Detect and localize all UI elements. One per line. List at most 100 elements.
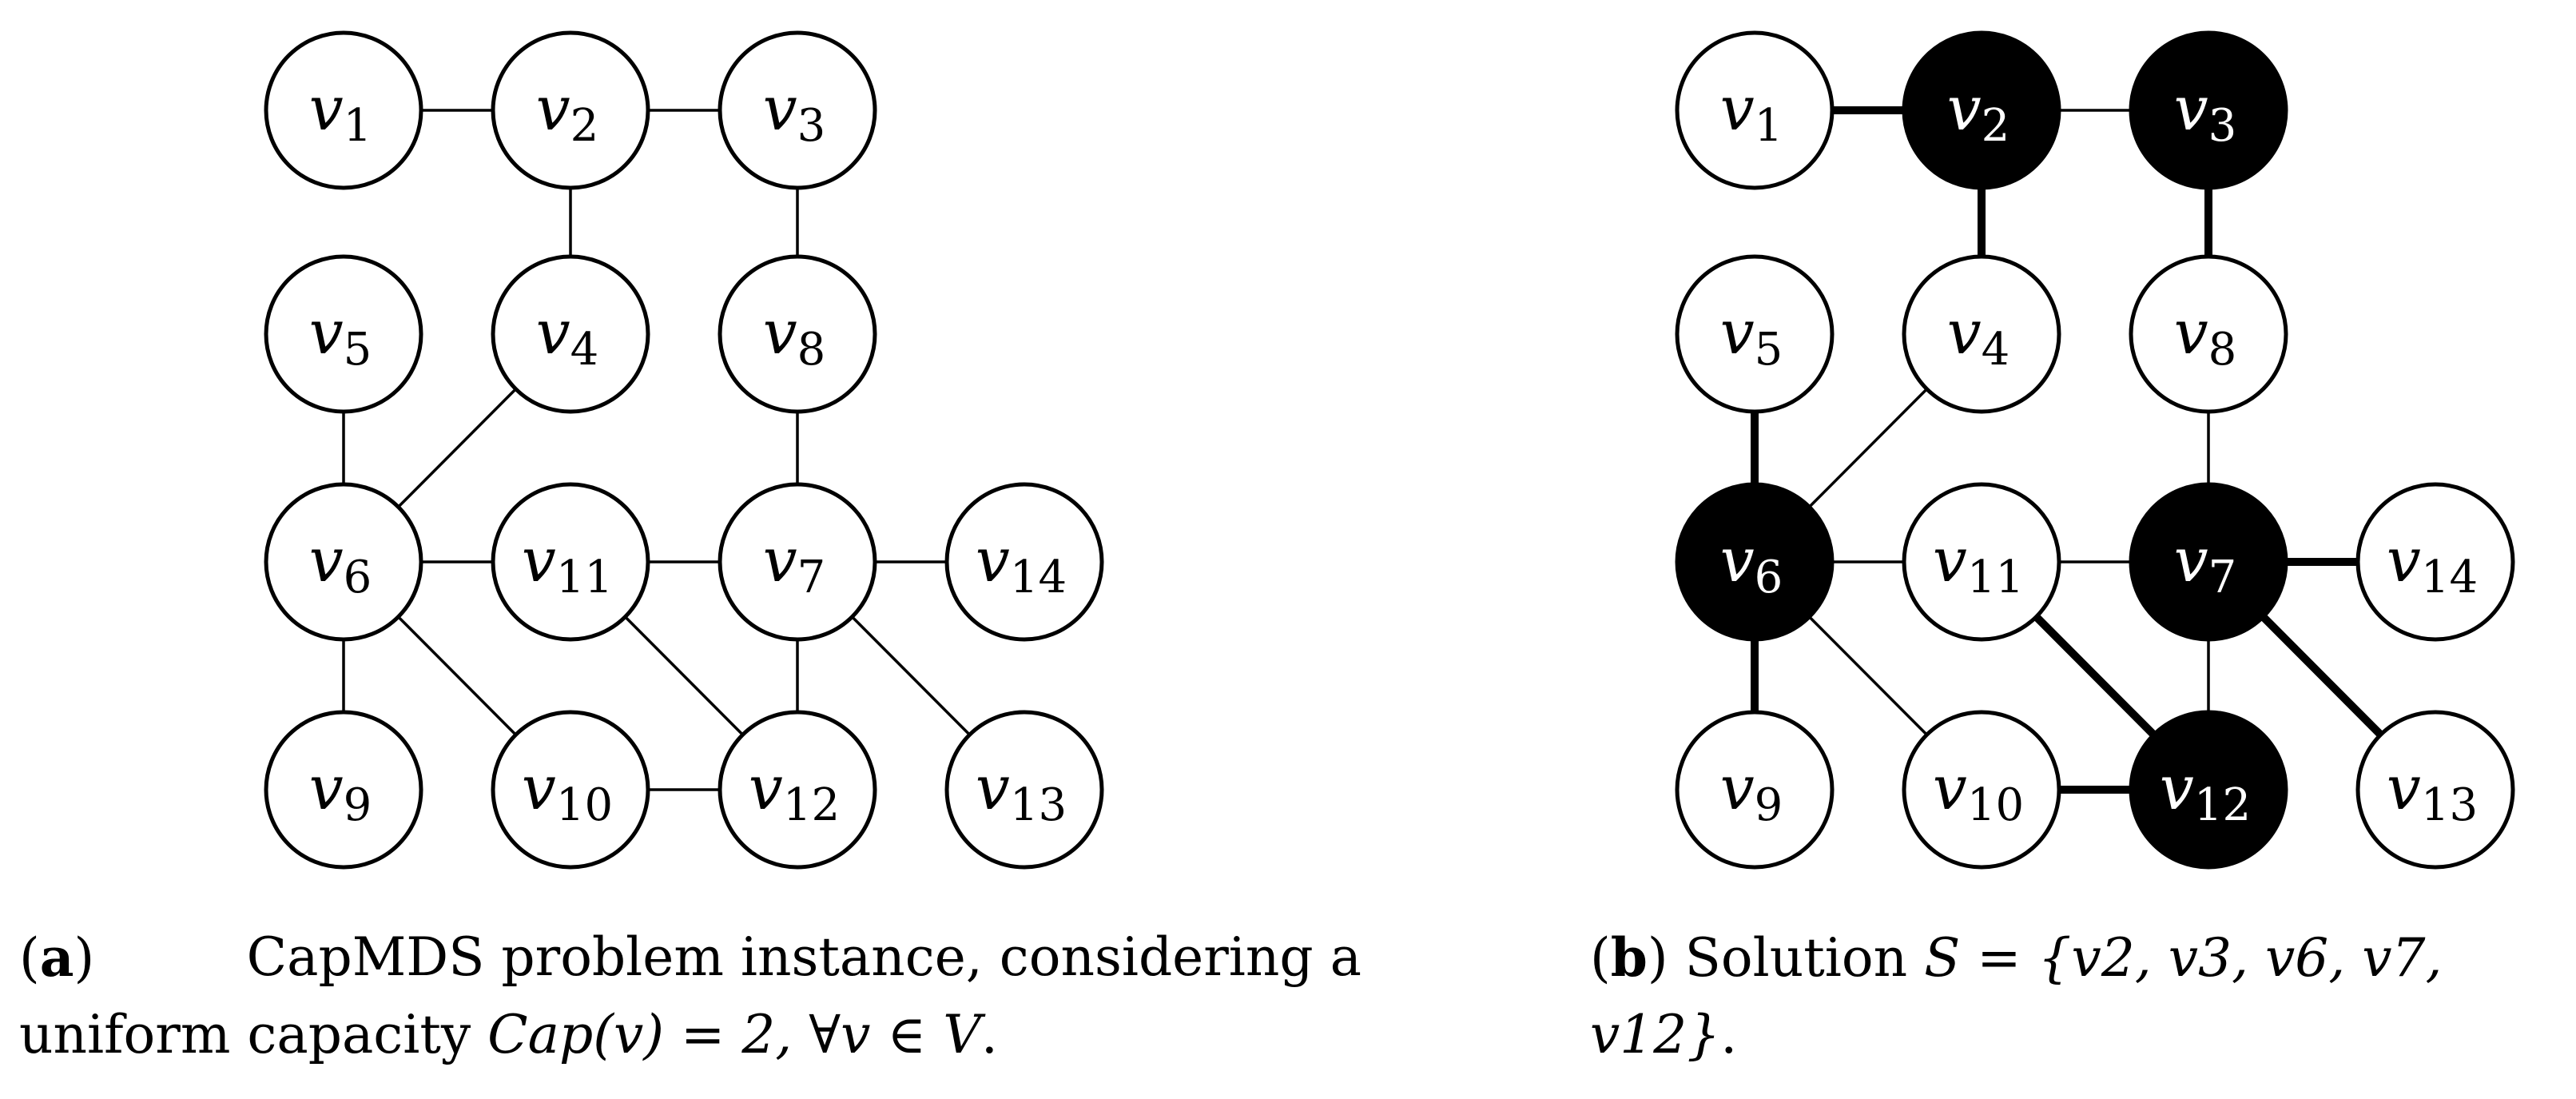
node-circle [264,482,423,642]
node-b-v13: v13 [2355,710,2515,870]
node-circle [718,30,877,190]
node-b-v1: v1 [1675,30,1835,190]
node-circle [944,710,1104,870]
caption-b-suffix: . [1720,1004,1738,1065]
node-label: v12 [749,752,840,831]
node-label: v8 [763,297,826,376]
caption-panel-a: (a) CapMDS problem instance, considering… [19,919,1362,1073]
edge-a-v4-v6 [397,388,517,508]
edge-b-v7-v13 [2260,614,2384,738]
node-label: v12 [2160,752,2251,831]
node-a-v12: v12 [718,710,877,870]
node-b-v9: v9 [1675,710,1835,870]
edge-b-v11-v12 [2033,614,2157,738]
node-circle [1902,254,2061,414]
node-label: v4 [536,297,599,376]
node-circle [1902,30,2061,190]
node-b-v4: v4 [1902,254,2061,414]
node-label: v7 [2174,524,2237,603]
node-circle [2129,30,2288,190]
caption-a-text1: CapMDS problem instance, considering a [246,926,1362,988]
node-circle [264,710,423,870]
node-circle [2129,254,2288,414]
node-b-v3: v3 [2129,30,2288,190]
edge-b-v6-v10 [1808,615,1928,736]
node-label: v10 [1933,752,2024,831]
node-a-v1: v1 [264,30,423,190]
node-label: v5 [1720,297,1783,376]
node-circle [718,482,877,642]
node-a-v9: v9 [264,710,423,870]
node-label: v9 [1720,752,1783,831]
node-label: v9 [309,752,372,831]
node-label: v14 [976,524,1067,603]
node-b-v6: v6 [1675,482,1835,642]
caption-a-line1: (a) CapMDS problem instance, considering… [19,919,1362,997]
node-circle [1675,710,1835,870]
caption-b-math: S = {v2, v3, v6, v7, v12} [1590,927,2443,1065]
caption-a-line2: uniform capacity Cap(v) = 2, ∀v ∈ V. [19,997,1362,1073]
node-b-v5: v5 [1675,254,1835,414]
node-a-v13: v13 [944,710,1104,870]
node-circle [491,482,650,642]
node-label: v2 [1947,73,2010,152]
node-label: v13 [2387,752,2478,831]
node-label: v10 [522,752,613,831]
node-label: v1 [309,73,372,152]
node-a-v14: v14 [944,482,1104,642]
node-circle [491,710,650,870]
node-circle [2129,710,2288,870]
node-b-v14: v14 [2355,482,2515,642]
node-a-v3: v3 [718,30,877,190]
panel-a-graph: v1 v2 v3 v5 v4 v8 v6 v11 v7 v14 v9 v10 v12 v13 [264,30,1104,870]
node-label: v6 [1720,524,1783,603]
caption-panel-b: (b) Solution S = {v2, v3, v6, v7, v12}. [1590,926,2443,1065]
node-a-v6: v6 [264,482,423,642]
edge-a-v6-v10 [397,615,517,736]
node-label: v2 [536,73,599,152]
node-label: v3 [763,73,826,152]
node-label: v11 [522,524,613,603]
node-circle [2355,710,2515,870]
node-label: v7 [763,524,826,603]
node-b-v10: v10 [1902,710,2061,870]
caption-a-math: Cap(v) = 2, ∀v ∈ V [487,1004,981,1065]
caption-a-label: a [39,926,74,989]
node-a-v8: v8 [718,254,877,414]
node-label: v1 [1720,73,1783,152]
node-a-v5: v5 [264,254,423,414]
edge-b-v4-v6 [1808,388,1928,508]
node-circle [264,30,423,190]
node-a-v2: v2 [491,30,650,190]
node-circle [1902,710,2061,870]
node-b-v12: v12 [2129,710,2288,870]
edge-a-v7-v13 [851,615,971,736]
node-a-v10: v10 [491,710,650,870]
node-label: v3 [2174,73,2237,152]
node-label: v6 [309,524,372,603]
node-label: v8 [2174,297,2237,376]
node-circle [1675,30,1835,190]
node-circle [491,30,650,190]
node-circle [718,710,877,870]
node-circle [944,482,1104,642]
caption-a-text2-suffix: . [980,1004,998,1065]
node-label: v14 [2387,524,2478,603]
node-circle [1675,482,1835,642]
panel-b-graph: v1 v2 v3 v5 v4 v8 v6 v11 v7 v14 v9 v10 v12 v13 [1675,30,2515,870]
node-circle [718,254,877,414]
node-circle [2355,482,2515,642]
node-a-v4: v4 [491,254,650,414]
node-b-v11: v11 [1902,482,2061,642]
node-label: v4 [1947,297,2010,376]
node-a-v7: v7 [718,482,877,642]
node-circle [1902,482,2061,642]
node-label: v5 [309,297,372,376]
caption-b-label: b [1610,926,1648,989]
caption-b-prefix: Solution [1668,927,1925,989]
caption-a-text2-prefix: uniform capacity [19,1004,488,1065]
node-circle [491,254,650,414]
node-a-v11: v11 [491,482,650,642]
node-label: v13 [976,752,1067,831]
